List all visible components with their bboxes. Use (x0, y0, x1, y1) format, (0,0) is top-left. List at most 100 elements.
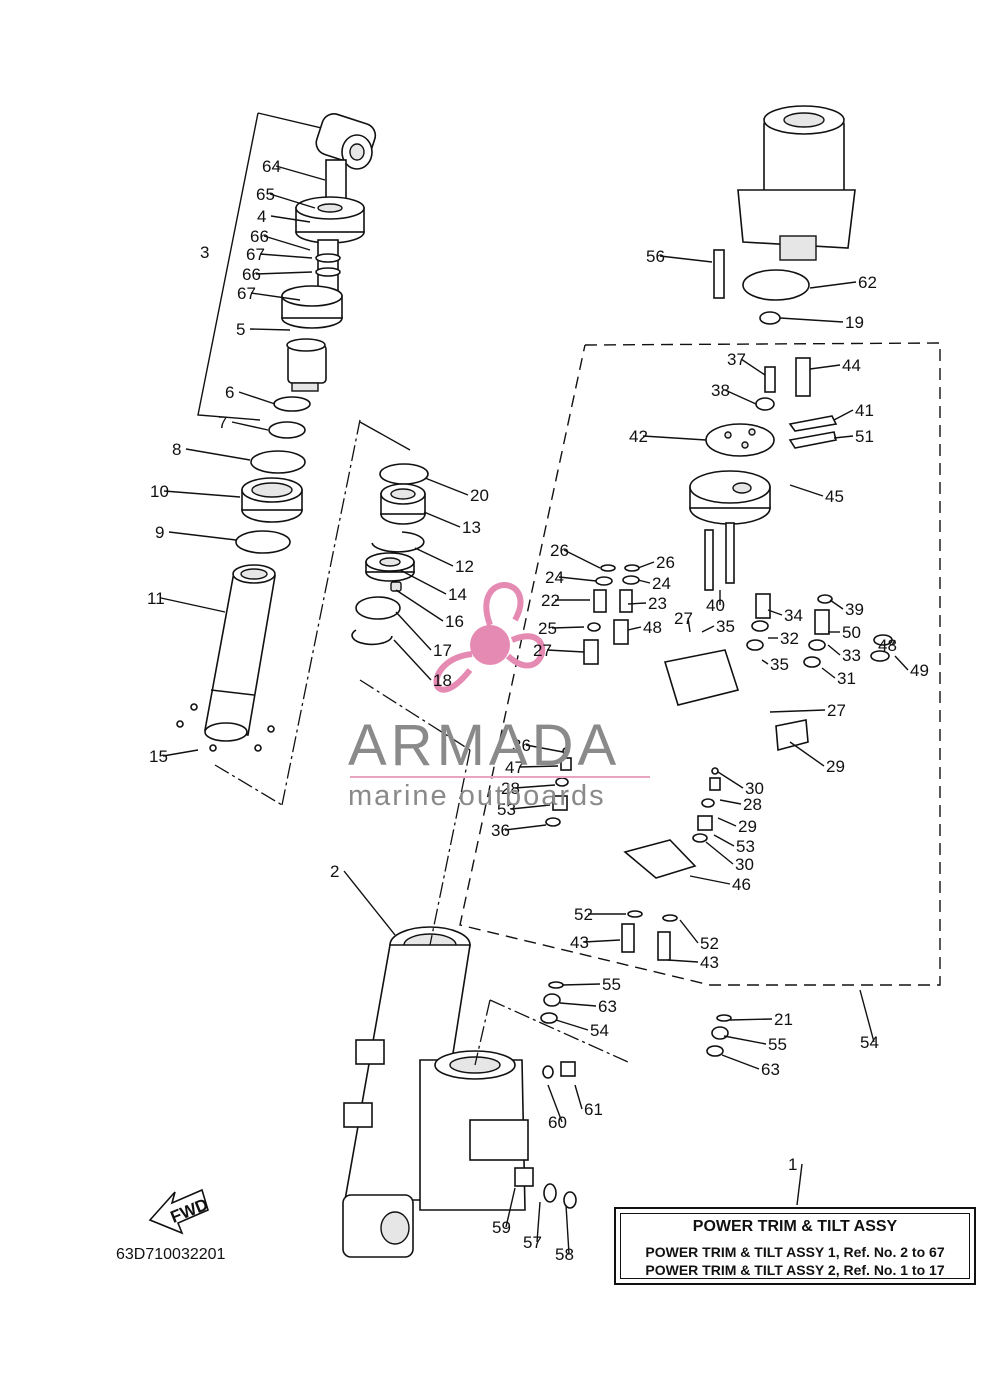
leader-line (168, 531, 237, 541)
callout-number: 67 (246, 245, 265, 264)
leader-line (423, 511, 461, 528)
spring-41-part (788, 415, 838, 432)
pump-45-part (689, 470, 771, 525)
callout-labels: 6465466676667356781091115201312141617182… (147, 157, 929, 1264)
leader-line (185, 448, 251, 461)
leader-line (163, 490, 241, 498)
watermark-tagline: marine outboards (348, 780, 606, 812)
leader-line (504, 824, 547, 831)
callout-number: 52 (700, 934, 719, 953)
motor-part (737, 105, 856, 261)
callout-number: 59 (492, 1218, 511, 1237)
legend-inner-frame: POWER TRIM & TILT ASSY POWER TRIM & TILT… (620, 1213, 970, 1279)
callout-number: 63 (598, 997, 617, 1016)
callout-number: 12 (455, 557, 474, 576)
valve-seat-14-part (365, 552, 415, 582)
callout-number: 2 (330, 862, 339, 881)
leader-line (395, 611, 432, 651)
leader-line (558, 576, 597, 582)
cylinder-11-part (204, 564, 276, 742)
leader-line (659, 255, 713, 263)
leader-line (679, 919, 699, 944)
leader-line (833, 435, 854, 439)
leader-line (729, 1018, 773, 1021)
callout-number: 3 (200, 243, 209, 262)
seal-housing-part (295, 196, 365, 244)
callout-number: 7 (218, 413, 227, 432)
callout-number: 39 (845, 600, 864, 619)
callout-number: 13 (462, 518, 481, 537)
bolt-44-part (795, 357, 811, 397)
leader-line (723, 1035, 767, 1045)
leader-line (717, 771, 744, 789)
ring-7-part (268, 421, 306, 439)
leader-line (637, 561, 655, 569)
leader-line (627, 626, 642, 631)
leader-line (238, 391, 276, 405)
leader-line (891, 639, 896, 646)
leader-line (555, 1019, 589, 1031)
leader-line (505, 1187, 516, 1228)
callout-number: 5 (236, 320, 245, 339)
fwd-label: FWD (168, 1195, 211, 1227)
callout-number: 44 (842, 356, 861, 375)
leader-line (574, 1084, 583, 1110)
leader-line (162, 749, 199, 757)
callout-number: 1 (788, 1155, 797, 1174)
callout-number: 24 (652, 574, 671, 593)
callout-number: 48 (643, 618, 662, 637)
leader-line (833, 409, 854, 421)
callout-number: 8 (172, 440, 181, 459)
callout-number: 27 (827, 701, 846, 720)
leader-line (583, 939, 621, 943)
leader-line (809, 364, 841, 370)
callout-number: 18 (433, 671, 452, 690)
callout-number: 27 (533, 641, 552, 660)
leader-line (769, 709, 826, 713)
callout-number: 49 (910, 661, 929, 680)
callout-number: 45 (825, 487, 844, 506)
callout-number: 24 (545, 568, 564, 587)
leader-line (259, 253, 313, 259)
callout-number: 20 (470, 486, 489, 505)
legend-title: POWER TRIM & TILT ASSY (692, 1218, 898, 1235)
leader-line (565, 1204, 570, 1255)
leader-line (627, 602, 647, 605)
callout-number: 66 (250, 227, 269, 246)
valve-parts-group (351, 421, 471, 751)
leader-line (821, 667, 836, 679)
leader-line (547, 1084, 563, 1123)
legend-box: POWER TRIM & TILT ASSY POWER TRIM & TILT… (614, 1207, 976, 1285)
leader-line (637, 579, 651, 584)
callout-number: 29 (738, 817, 757, 836)
leader-line (767, 609, 783, 616)
leader-line (827, 644, 841, 656)
callout-number: 53 (736, 837, 755, 856)
legend-row: POWER TRIM & TILT ASSY 2, Ref. No. 1 to … (645, 1262, 945, 1278)
watermark-rule (350, 776, 650, 778)
catalog-code: 63D710032201 (116, 1246, 226, 1263)
callout-number: 64 (262, 157, 281, 176)
leader-line (779, 317, 844, 323)
leader-line (269, 193, 316, 209)
leader-line (160, 597, 226, 613)
leader-line (740, 358, 766, 376)
callout-number: 55 (602, 975, 621, 994)
leader-line (705, 841, 734, 865)
sub-assembly-21-boundary (459, 342, 941, 986)
leader-line (525, 744, 564, 753)
callout-number: 15 (149, 747, 168, 766)
leader-line (249, 328, 291, 331)
callout-number: 48 (878, 636, 897, 655)
pin-37-part (764, 366, 776, 393)
callout-number: 6 (225, 383, 234, 402)
leader-line (642, 435, 707, 441)
callout-number: 22 (541, 591, 560, 610)
leader-line (894, 655, 909, 671)
manifold-part (663, 649, 740, 706)
leader-line (789, 484, 824, 497)
callout-number: 43 (570, 933, 589, 952)
callout-number: 55 (768, 1035, 787, 1054)
callout-number: 34 (784, 606, 803, 625)
